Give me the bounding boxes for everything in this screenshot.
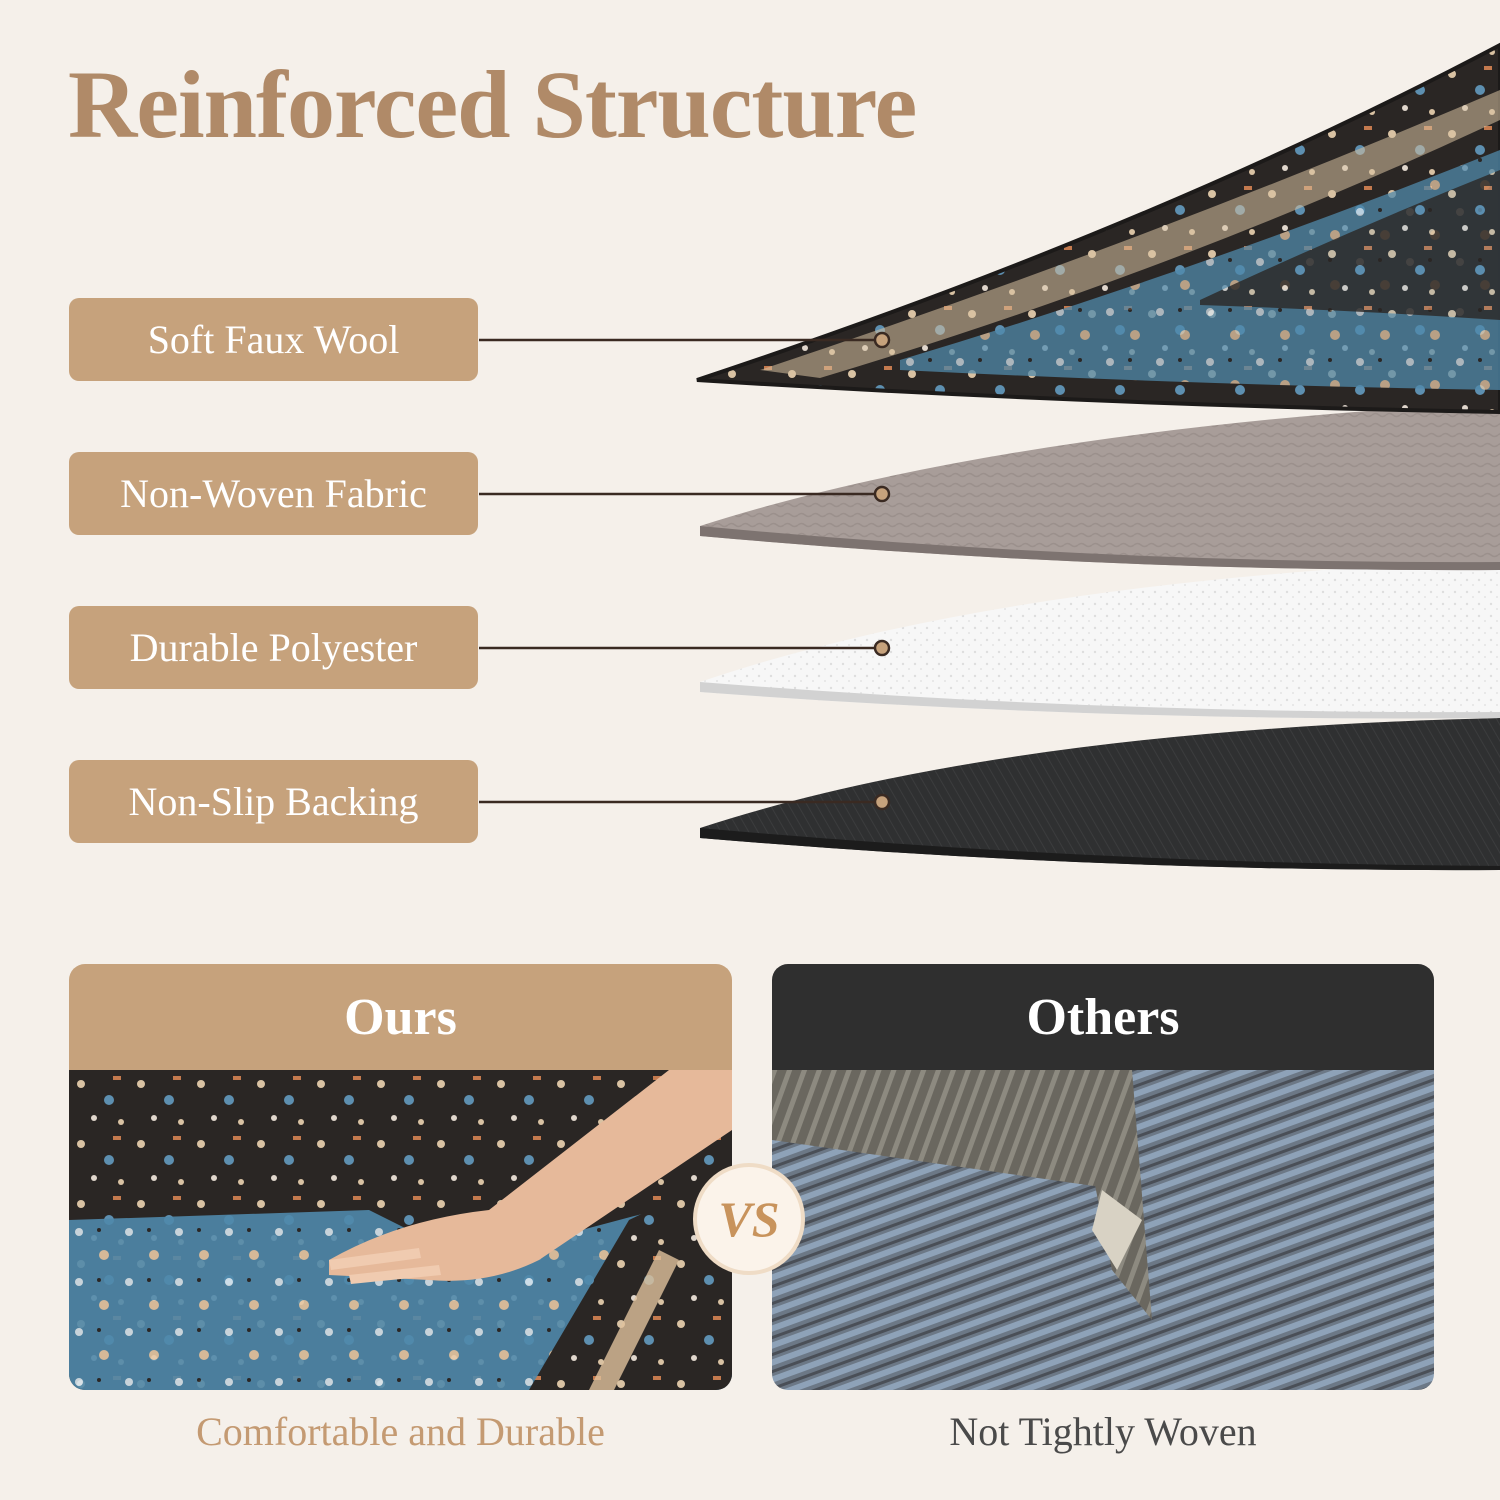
layer-label-non-slip-backing: Non-Slip Backing [69, 760, 478, 843]
non-woven-fabric-layer [700, 402, 1500, 571]
connector-dot [873, 485, 891, 503]
non-slip-backing-layer [700, 718, 1500, 871]
layer-label-durable-polyester: Durable Polyester [69, 606, 478, 689]
layer-label-non-woven-fabric: Non-Woven Fabric [69, 452, 478, 535]
layer-stack-illustration [479, 42, 1500, 871]
ours-caption: Comfortable and Durable [196, 1409, 605, 1454]
connector-dot [873, 639, 891, 657]
ours-panel: Ours [69, 964, 732, 1390]
others-caption: Not Tightly Woven [949, 1409, 1257, 1454]
connector-dot [873, 793, 891, 811]
connector-dot [873, 331, 891, 349]
others-rug-photo [772, 1070, 1434, 1390]
layer-label-soft-faux-wool: Soft Faux Wool [69, 298, 478, 381]
ours-heading: Ours [69, 964, 732, 1070]
others-panel: Others [772, 964, 1434, 1390]
durable-polyester-layer [700, 560, 1500, 719]
others-heading: Others [772, 964, 1434, 1070]
hand-shape [329, 1070, 732, 1281]
vs-badge: VS [693, 1163, 805, 1275]
page-title: Reinforced Structure [68, 51, 917, 158]
ours-rug-photo [69, 1070, 732, 1390]
